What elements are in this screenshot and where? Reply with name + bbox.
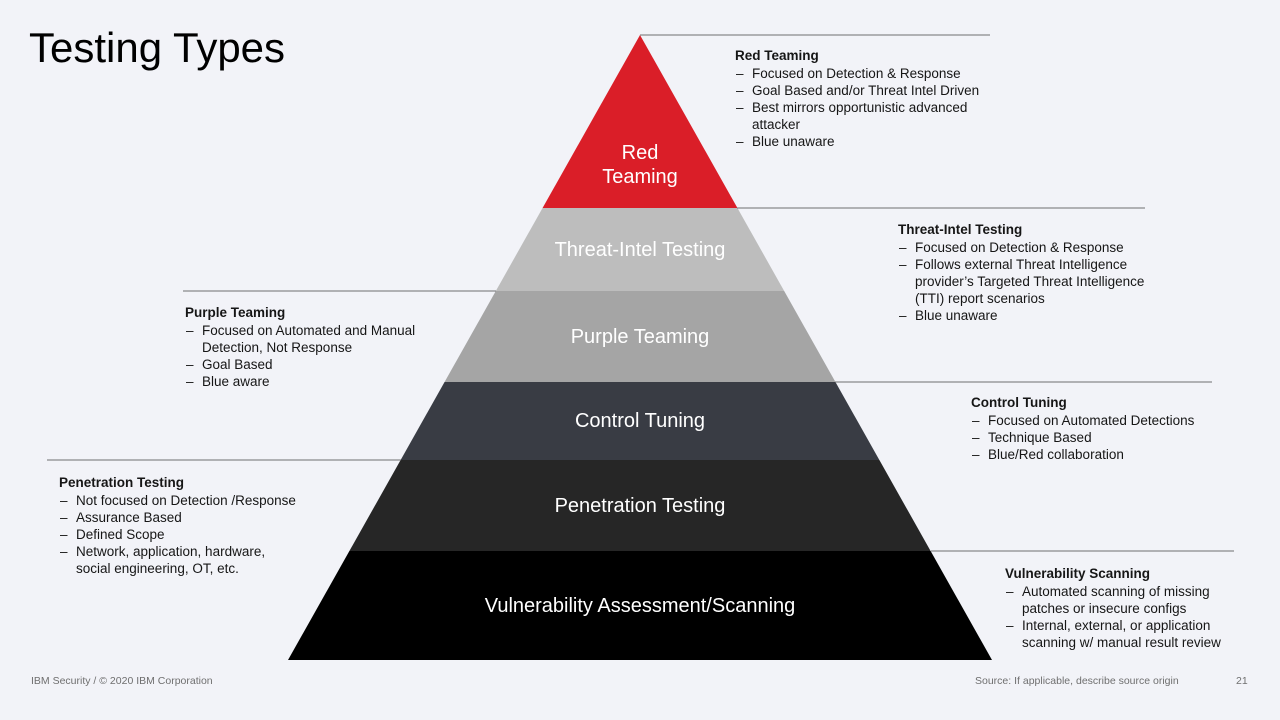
desc-bullet: Follows external Threat Intelligence pro…	[898, 256, 1148, 307]
desc-bullet-list: Focused on Detection & ResponseGoal Base…	[735, 65, 985, 150]
footer-copyright: IBM Security / © 2020 IBM Corporation	[31, 675, 213, 687]
desc-heading: Control Tuning	[971, 395, 1067, 410]
desc-bullet-list: Focused on Detection & ResponseFollows e…	[898, 239, 1148, 324]
pyramid-tier-threat-intel-testing	[495, 208, 785, 291]
desc-bullet: Defined Scope	[59, 526, 299, 543]
page-number: 21	[1236, 675, 1248, 687]
pyramid-label-threat-intel-testing: Threat-Intel Testing	[554, 238, 726, 261]
pyramid-tier-control-tuning	[400, 382, 880, 460]
desc-threat-intel-testing: Threat-Intel TestingFocused on Detection…	[898, 221, 1148, 324]
desc-bullet: Goal Based	[185, 356, 445, 373]
desc-bullet-list: Focused on Automated DetectionsTechnique…	[971, 412, 1221, 463]
desc-bullet: Automated scanning of missing patches or…	[1005, 583, 1245, 617]
desc-bullet-list: Focused on Automated and Manual Detectio…	[185, 322, 445, 390]
desc-bullet: Blue unaware	[898, 307, 1148, 324]
desc-red-teaming: Red TeamingFocused on Detection & Respon…	[735, 47, 985, 150]
desc-vulnerability-scanning: Vulnerability ScanningAutomated scanning…	[1005, 565, 1245, 651]
pyramid-label-control-tuning: Control Tuning	[574, 410, 706, 432]
desc-heading: Vulnerability Scanning	[1005, 566, 1151, 581]
desc-penetration-testing: Penetration TestingNot focused on Detect…	[59, 474, 299, 577]
desc-bullet: Blue/Red collaboration	[971, 446, 1221, 463]
desc-bullet: Focused on Automated Detections	[971, 412, 1221, 429]
desc-bullet: Focused on Detection & Response	[898, 239, 1148, 256]
desc-bullet: Blue unaware	[735, 133, 985, 150]
desc-bullet: Network, application, hardware, social e…	[59, 543, 299, 577]
desc-bullet: Technique Based	[971, 429, 1221, 446]
desc-purple-teaming: Purple TeamingFocused on Automated and M…	[185, 304, 445, 390]
desc-heading: Threat-Intel Testing	[898, 222, 1023, 237]
pyramid-label-penetration-testing: Penetration Testing	[554, 494, 726, 517]
pyramid-tier-purple-teaming	[444, 291, 836, 382]
desc-control-tuning: Control TuningFocused on Automated Detec…	[971, 394, 1221, 463]
desc-bullet-list: Not focused on Detection /ResponseAssura…	[59, 492, 299, 577]
desc-bullet: Blue aware	[185, 373, 445, 390]
desc-bullet: Focused on Automated and Manual Detectio…	[185, 322, 445, 356]
desc-heading: Red Teaming	[735, 48, 819, 63]
pyramid-label-vulnerability-scanning: Vulnerability Assessment/Scanning	[484, 594, 796, 617]
desc-bullet: Internal, external, or application scann…	[1005, 617, 1245, 651]
desc-heading: Purple Teaming	[185, 305, 286, 320]
footer-source: Source: If applicable, describe source o…	[975, 675, 1179, 687]
slide-title: Testing Types	[29, 24, 286, 71]
desc-heading: Penetration Testing	[59, 475, 185, 490]
desc-bullet: Focused on Detection & Response	[735, 65, 985, 82]
desc-bullet: Assurance Based	[59, 509, 299, 526]
pyramid-label-red-teaming: Red Teaming	[602, 142, 678, 188]
pyramid-tier-red-teaming	[542, 35, 738, 208]
desc-bullet: Best mirrors opportunistic advanced atta…	[735, 99, 985, 133]
desc-bullet: Goal Based and/or Threat Intel Driven	[735, 82, 985, 99]
desc-bullet-list: Automated scanning of missing patches or…	[1005, 583, 1245, 651]
pyramid-label-purple-teaming: Purple Teaming	[570, 325, 710, 348]
pyramid-tier-vulnerability-scanning	[288, 551, 992, 660]
desc-bullet: Not focused on Detection /Response	[59, 492, 299, 509]
pyramid-tier-penetration-testing	[349, 460, 931, 551]
